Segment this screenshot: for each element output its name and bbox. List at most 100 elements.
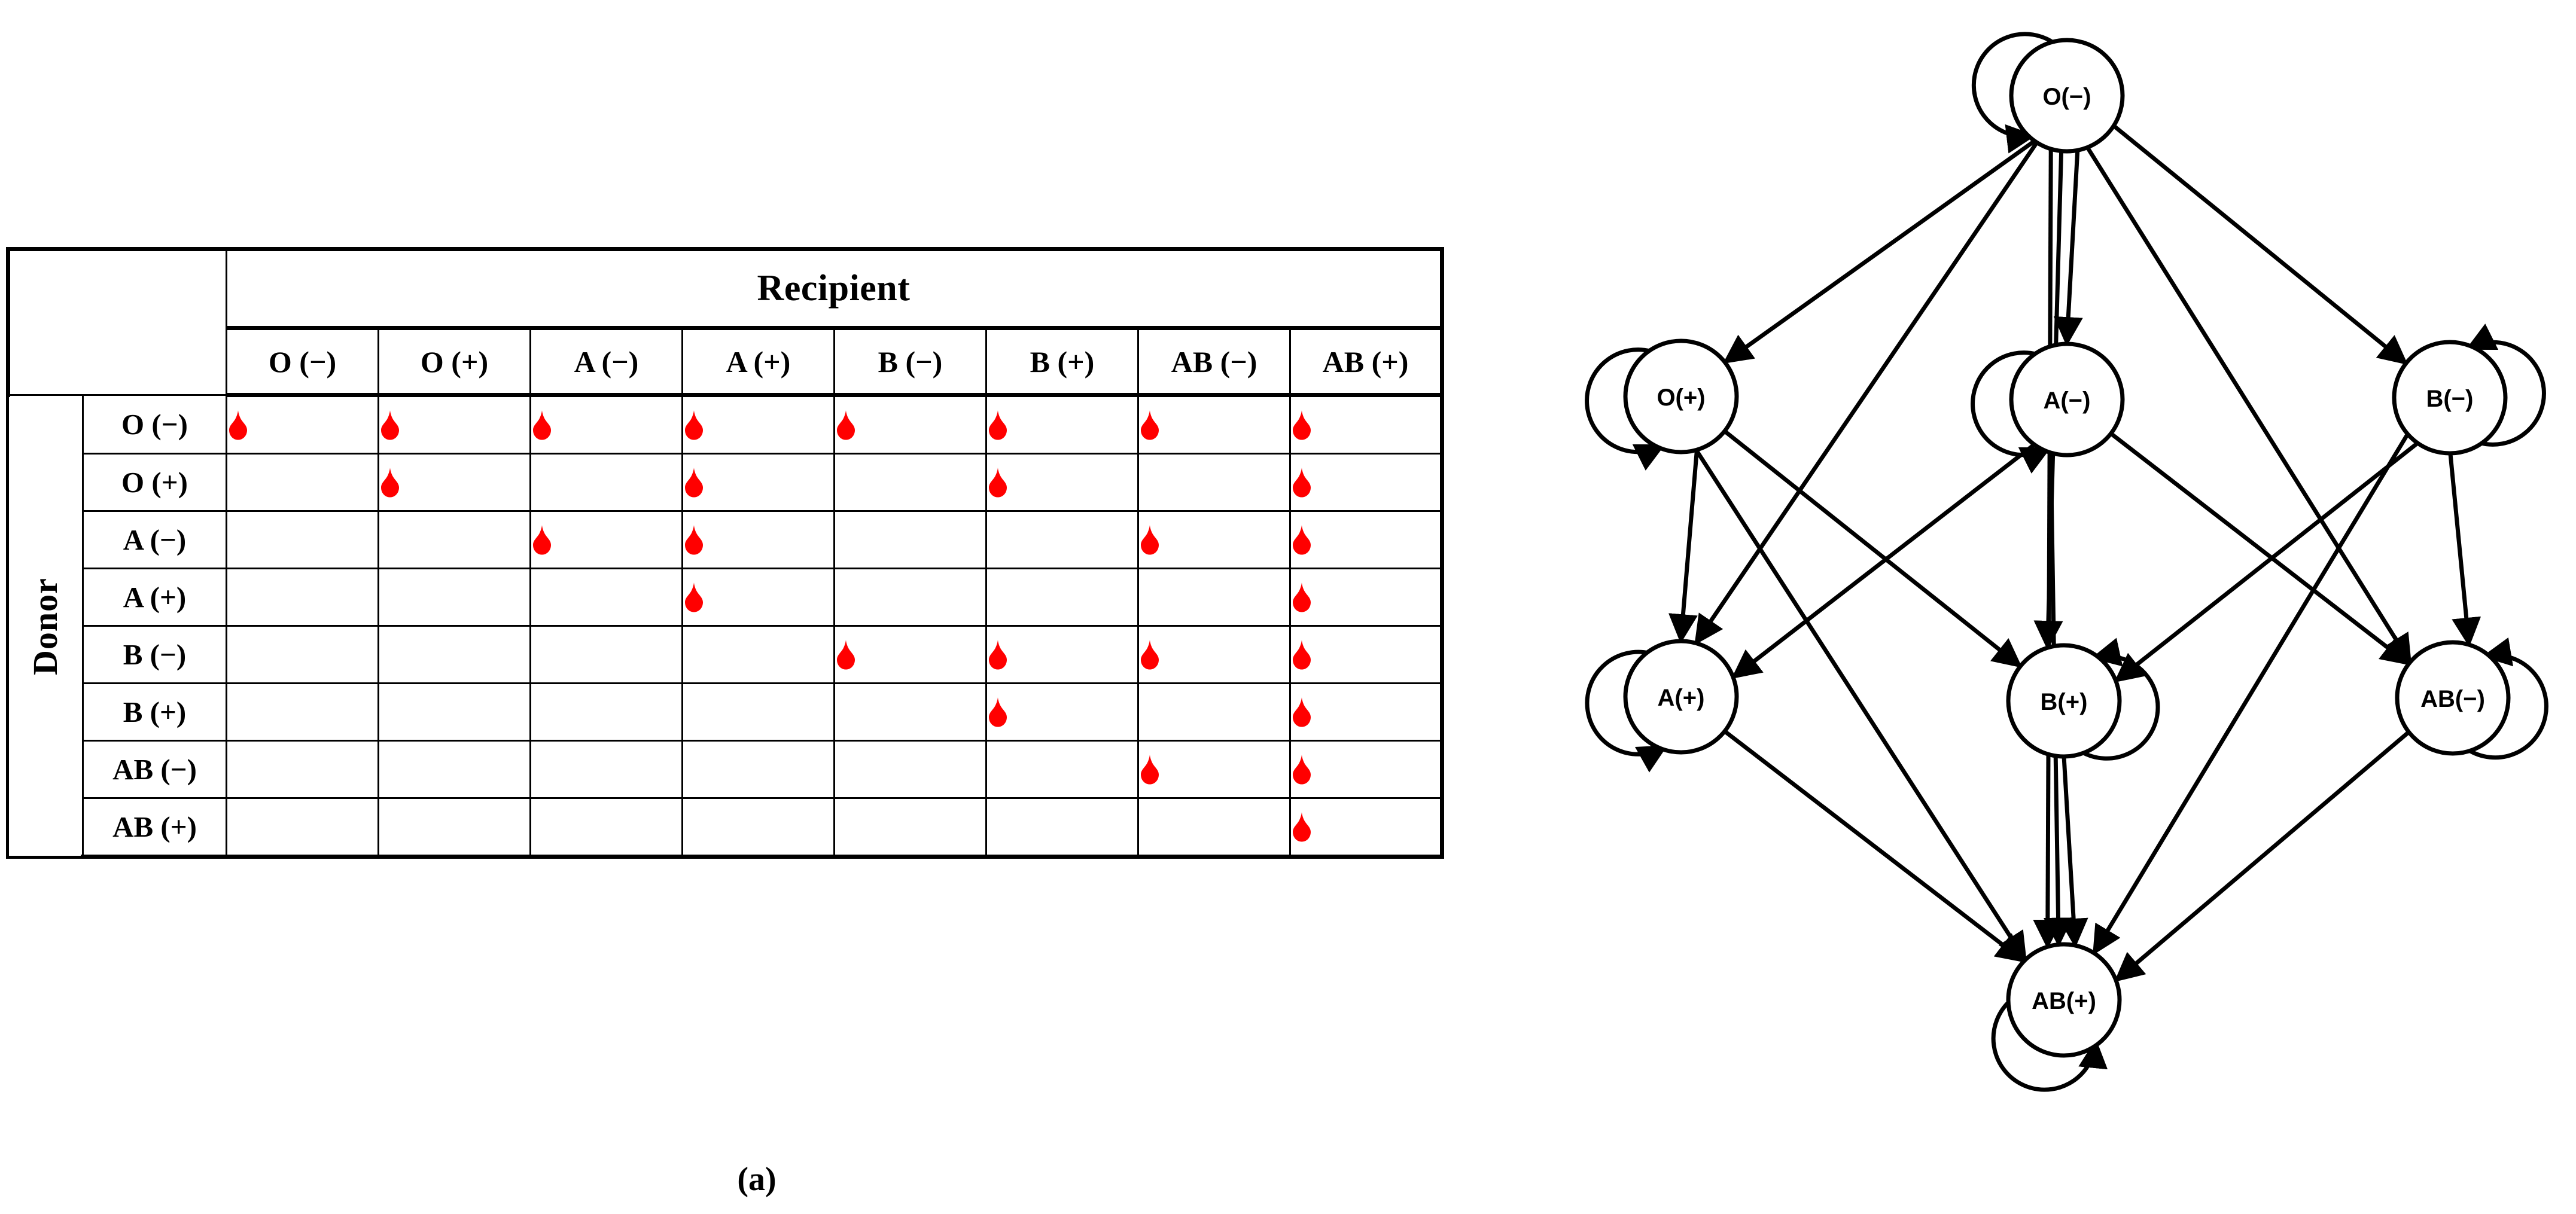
- blood-drop-icon: [1139, 639, 1289, 670]
- node-circle-B+: [2006, 643, 2122, 759]
- compat-cell-7-3: [681, 797, 835, 858]
- donor-header-4: B (−): [82, 625, 227, 684]
- blood-drop-icon: [531, 410, 681, 441]
- blood-drop-icon: [1139, 524, 1289, 556]
- compat-cell-0-2: [529, 394, 683, 455]
- caption-a: (a): [737, 1161, 777, 1198]
- compat-cell-0-0: [226, 394, 379, 455]
- graph-self-loop-A-: [1971, 350, 2051, 474]
- donor-header-1: O (+): [82, 453, 227, 512]
- node-circle-A-: [2009, 341, 2125, 457]
- blood-drop-icon: [987, 639, 1137, 670]
- compat-cell-1-2: [529, 453, 683, 512]
- compat-cell-7-6: [1137, 797, 1291, 858]
- compat-cell-5-6: [1137, 682, 1291, 742]
- graph-edge-B--to-AB+: [2093, 432, 2410, 956]
- compat-cell-1-6: [1137, 453, 1291, 512]
- graph-node-O+[interactable]: O(+): [1623, 338, 1739, 455]
- blood-drop-icon: [531, 524, 681, 556]
- compat-cell-6-7: [1289, 740, 1443, 799]
- compat-cell-5-3: [681, 682, 835, 742]
- blood-drop-icon: [379, 467, 529, 498]
- recipient-header-1: O (+): [377, 327, 531, 397]
- compat-cell-1-3: [681, 453, 835, 512]
- graph-node-AB+[interactable]: AB(+): [2006, 942, 2122, 1058]
- node-circle-AB-: [2395, 640, 2511, 756]
- compat-cell-1-0: [226, 453, 379, 512]
- node-label-A-: A(−): [2044, 388, 2091, 414]
- graph-edge-O--to-O+: [1722, 139, 2036, 364]
- table-row: A (−): [8, 510, 1443, 569]
- compat-cell-7-7: [1289, 797, 1443, 858]
- blood-transfusion-state-graph: O(−) O(+) A(−) B(−) A(+) B(+) AB(−) AB(+): [1585, 32, 2548, 1092]
- compat-cell-3-1: [377, 568, 531, 627]
- recipient-header-4: B (−): [833, 327, 987, 397]
- donor-group-label: Donor: [8, 395, 83, 857]
- blood-drop-icon: [683, 467, 833, 498]
- graph-self-loop-B-: [2465, 324, 2546, 447]
- corner-blank-cell: [7, 248, 227, 396]
- blood-drop-icon: [1139, 754, 1289, 785]
- node-circle-B-: [2392, 340, 2508, 456]
- blood-drop-icon: [835, 410, 985, 441]
- donor-header-2: A (−): [82, 510, 227, 569]
- graph-self-loop-AB-: [2467, 637, 2548, 760]
- compat-cell-6-5: [985, 740, 1139, 799]
- compat-cell-0-1: [377, 394, 531, 455]
- donor-header-6: AB (−): [82, 740, 227, 799]
- graph-node-A-[interactable]: A(−): [2009, 341, 2125, 457]
- compat-cell-4-0: [226, 625, 379, 684]
- blood-drop-icon: [1291, 467, 1440, 498]
- recipient-header-3: A (+): [681, 327, 835, 397]
- compat-cell-4-3: [681, 625, 835, 684]
- graph-edge-O--to-A-: [2053, 150, 2083, 347]
- graph-edge-O+-to-B+: [1723, 429, 2023, 668]
- graph-node-B-[interactable]: B(−): [2392, 340, 2508, 456]
- graph-nodes: O(−) O(+) A(−) B(−) A(+) B(+) AB(−) AB(+): [1623, 38, 2511, 1058]
- table-row: B (−): [8, 625, 1443, 684]
- donor-header-3: A (+): [82, 568, 227, 627]
- compat-cell-6-6: [1137, 740, 1291, 799]
- node-label-O-: O(−): [2042, 84, 2091, 110]
- table-row: O (+): [8, 453, 1443, 512]
- graph-node-A+[interactable]: A(+): [1623, 639, 1739, 755]
- table-row: A (+): [8, 568, 1443, 627]
- compat-cell-4-7: [1289, 625, 1443, 684]
- table-row: AB (+): [8, 797, 1443, 858]
- blood-drop-icon: [987, 467, 1137, 498]
- compat-cell-7-0: [226, 797, 379, 858]
- blood-drop-icon: [1291, 524, 1440, 556]
- compat-cell-1-4: [833, 453, 987, 512]
- blood-drop-icon: [683, 410, 833, 441]
- donor-header-5: B (+): [82, 682, 227, 742]
- recipient-header-5: B (+): [985, 327, 1139, 397]
- graph-self-loops: [1585, 32, 2548, 1092]
- blood-drop-icon: [987, 410, 1137, 441]
- graph-node-O-[interactable]: O(−): [2009, 38, 2125, 154]
- blood-drop-icon: [1291, 582, 1440, 613]
- graph-self-loop-B+: [2080, 637, 2160, 761]
- blood-drop-icon: [683, 582, 833, 613]
- donor-header-0: O (−): [82, 394, 227, 455]
- compat-cell-6-4: [833, 740, 987, 799]
- compat-cell-3-3: [681, 568, 835, 627]
- blood-drop-icon: [1291, 639, 1440, 670]
- compat-cell-6-1: [377, 740, 531, 799]
- compat-cell-2-1: [377, 510, 531, 569]
- compat-cell-3-5: [985, 568, 1139, 627]
- blood-drop-icon: [1291, 754, 1440, 785]
- graph-node-B+[interactable]: B(+): [2006, 643, 2122, 759]
- graph-node-AB-[interactable]: AB(−): [2395, 640, 2511, 756]
- node-label-AB+: AB(+): [2032, 988, 2096, 1014]
- blood-drop-icon: [987, 697, 1137, 728]
- recipient-header-6: AB (−): [1137, 327, 1291, 397]
- compat-cell-5-2: [529, 682, 683, 742]
- graph-edge-O+-to-AB+: [1694, 449, 2027, 962]
- compat-cell-2-2: [529, 510, 683, 569]
- compat-cell-2-0: [226, 510, 379, 569]
- blood-drop-icon: [1139, 410, 1289, 441]
- graph-self-loop-O+: [1585, 347, 1665, 471]
- graph-self-loop-AB+: [1991, 999, 2108, 1092]
